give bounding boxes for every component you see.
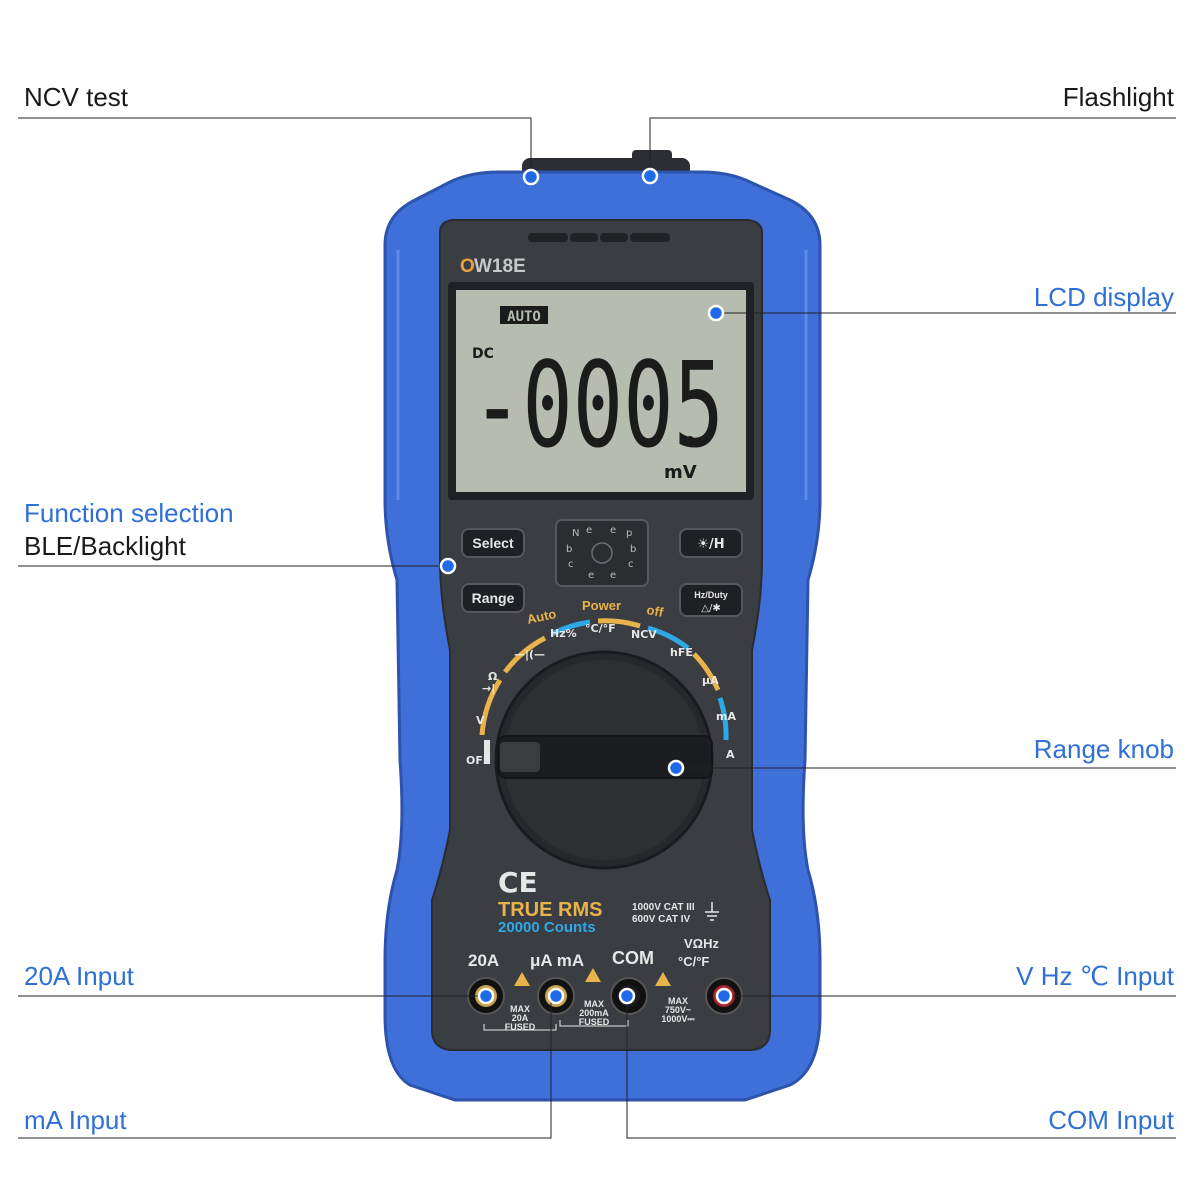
max20-1: MAX: [510, 1004, 530, 1014]
svg-text:e: e: [610, 570, 616, 581]
ground-icon: [705, 902, 719, 921]
input-ma-label: mA Input: [24, 1105, 127, 1135]
hz-duty-label: Hz/Duty: [694, 590, 728, 600]
model-name: W18E: [474, 256, 526, 277]
flashlight-label: Flashlight: [1062, 82, 1174, 112]
range-knob[interactable]: [494, 650, 714, 870]
max20-2: 20A: [512, 1013, 529, 1023]
terminal-v-label-1: VΩHz: [684, 936, 719, 951]
range-button[interactable]: Range: [461, 583, 525, 613]
warning-icons: [514, 968, 671, 986]
svg-text:e: e: [586, 525, 592, 536]
light-hold-button-label: ☀/H: [697, 537, 724, 552]
flashlight-bump: [632, 150, 672, 164]
ncv-test-label: NCV test: [24, 82, 129, 112]
callout-dots: [439, 167, 733, 1005]
model-prefix: O: [460, 256, 475, 277]
max200-2: 200mA: [579, 1008, 609, 1018]
true-rms-label: TRUE RMS: [498, 899, 602, 921]
range-button-label: Range: [472, 590, 515, 606]
max200-1: MAX: [584, 999, 604, 1009]
lcd-unit: mV: [664, 462, 697, 483]
dial-diode: →|: [482, 682, 495, 695]
maxv-1: MAX: [668, 996, 688, 1006]
svg-text:c: c: [568, 559, 574, 570]
svg-text:p: p: [626, 528, 632, 539]
dial-ohm: Ω: [488, 670, 498, 683]
rel-ble-label: △/✱: [701, 603, 720, 614]
range-knob-label: Range knob: [1033, 734, 1174, 764]
dial-v: V: [476, 714, 485, 727]
auto-power-off-2: Power: [582, 598, 621, 613]
svg-text:e: e: [588, 570, 594, 581]
dial-ncv: NCV: [631, 628, 657, 641]
dial-cap: —|(—: [514, 648, 545, 661]
leader-lines: [18, 117, 1176, 1139]
dial-hz: Hz%: [550, 627, 577, 640]
off-marker: [484, 740, 490, 764]
counts-label: 20000 Counts: [498, 919, 596, 936]
dial-hfe: hFE: [670, 646, 693, 659]
terminal-uama-label: μA mA: [530, 951, 584, 970]
select-button[interactable]: Select: [461, 528, 525, 558]
svg-text:e: e: [610, 525, 616, 536]
svg-text:b: b: [566, 544, 572, 555]
input-vhz-label: V Hz ℃ Input: [1016, 961, 1174, 991]
lcd-mode: DC: [472, 346, 494, 362]
function-selection-label: Function selection: [24, 498, 234, 528]
dial-ma: mA: [716, 710, 736, 723]
lcd-auto: AUTO: [507, 309, 541, 325]
svg-text:N: N: [572, 528, 579, 539]
ble-backlight-label: BLE/Backlight: [24, 531, 186, 561]
auto-power-off-3: off: [645, 602, 665, 620]
lcd-auto-box: [500, 306, 548, 324]
terminal-v-label-2: °C/°F: [678, 954, 709, 969]
input-20a-label: 20A Input: [24, 961, 134, 991]
lcd-display-label: LCD display: [1033, 282, 1174, 312]
top-grill: [528, 233, 670, 242]
dial-off: OFF: [466, 754, 490, 767]
light-hold-button[interactable]: ☀/H: [679, 528, 743, 558]
terminal-20a-label: 20A: [468, 951, 499, 970]
dial-ua: μA: [702, 674, 719, 687]
terminal-com-label: COM: [612, 948, 654, 968]
lcd-reading: -0005: [472, 336, 724, 474]
hfe-socket[interactable]: [555, 519, 649, 587]
cat-rating-1: 1000V CAT III: [632, 902, 695, 913]
dial-a: A: [726, 748, 735, 761]
socket-letters: N e e p b b c c e e: [566, 525, 636, 581]
dial-ring: [479, 618, 729, 741]
dial-temp: °C/°F: [585, 622, 616, 635]
ce-mark: CE: [498, 866, 538, 899]
input-com-label: COM Input: [1048, 1105, 1174, 1135]
select-button-label: Select: [472, 535, 514, 551]
dial-labels: OFF V Ω →| —|(— Hz% °C/°F NCV hFE μA mA …: [466, 622, 736, 767]
svg-text:b: b: [630, 544, 636, 555]
max200-3: FUSED: [579, 1017, 610, 1027]
lcd-decimal-point: [686, 436, 694, 444]
cat-rating-2: 600V CAT IV: [632, 914, 690, 925]
maxv-2: 750V~: [665, 1005, 691, 1015]
maxv-3: 1000V⎓: [661, 1014, 695, 1024]
hz-duty-button[interactable]: Hz/Duty △/✱: [679, 583, 743, 617]
auto-power-off-1: Auto: [526, 606, 558, 627]
svg-text:c: c: [628, 559, 634, 570]
max20-3: FUSED: [505, 1022, 536, 1032]
